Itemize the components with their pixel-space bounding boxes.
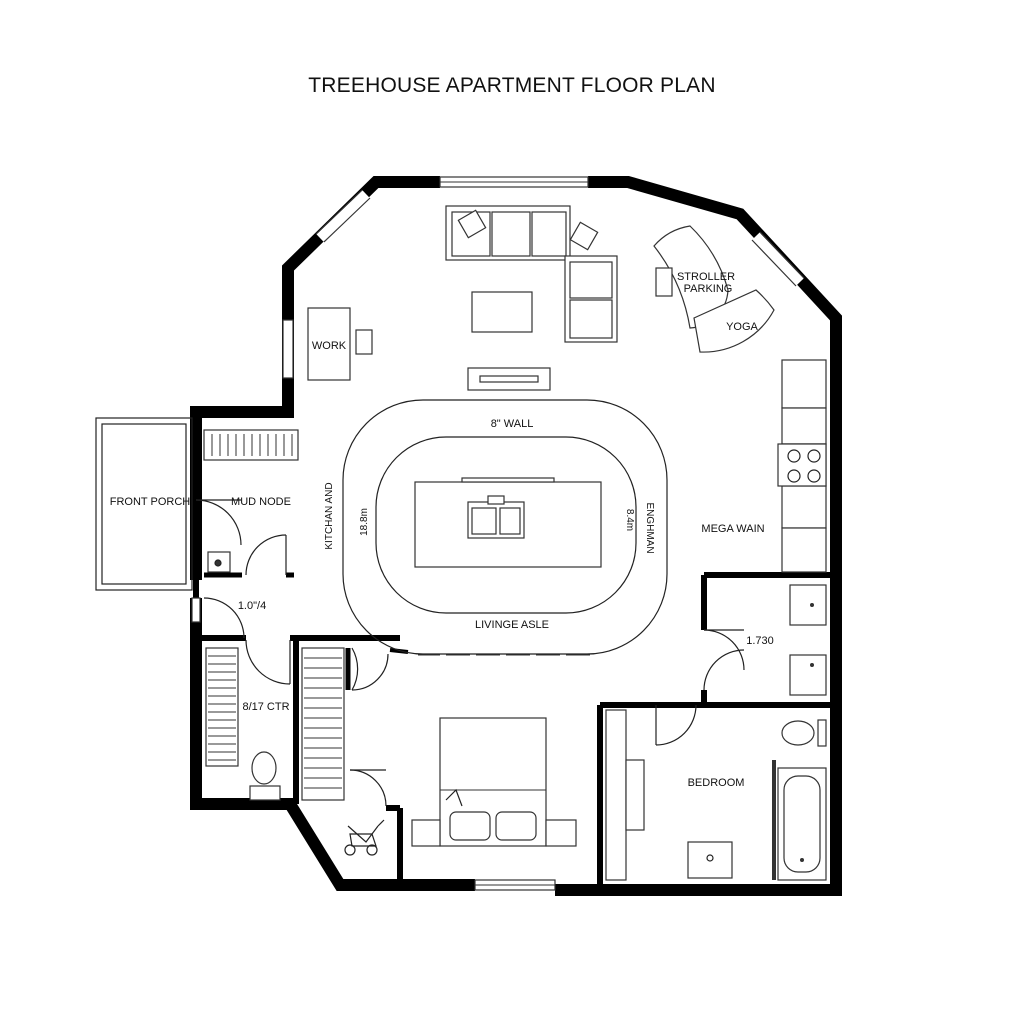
mud-shelf <box>203 429 299 461</box>
label-storage: 8/17 CTR <box>242 701 289 713</box>
label-mud-node: MUD NODE <box>231 496 291 508</box>
label-living-aisle: LIVINGE ASLE <box>475 619 549 631</box>
doors <box>191 499 745 807</box>
label-dim-entry: 1.0"/4 <box>238 600 266 612</box>
counters <box>781 359 827 573</box>
wardrobe <box>605 709 645 881</box>
label-bedroom: BEDROOM <box>688 777 745 789</box>
tv-console <box>467 367 551 391</box>
stove <box>777 443 827 487</box>
windows <box>282 176 805 891</box>
bath-sinks <box>789 584 827 696</box>
bed <box>411 717 577 847</box>
work-desk <box>307 307 373 381</box>
stroller-icon <box>344 819 385 856</box>
toilet-right <box>781 719 827 747</box>
storage-shelves <box>205 647 345 801</box>
island-top <box>461 477 555 483</box>
label-mega-wain: MEGA WAIN <box>701 523 764 535</box>
stroller-parking-area <box>653 225 729 329</box>
sofa <box>445 205 618 343</box>
label-front-porch: FRONT PORCH <box>110 496 191 508</box>
interior-walls <box>193 415 836 888</box>
label-stroller-2: PARKING <box>684 283 733 295</box>
label-dim-right: 8.4m <box>624 509 635 531</box>
bedroom-sink <box>687 841 733 879</box>
plan-title: TREEHOUSE APARTMENT FLOOR PLAN <box>308 74 716 97</box>
label-dim-left: 18.8m <box>359 508 370 536</box>
coffee-table <box>471 291 533 333</box>
label-work: WORK <box>312 340 347 352</box>
bathtub <box>777 767 827 881</box>
kitchen-ring <box>342 399 668 655</box>
front-porch <box>95 417 193 591</box>
label-kitchen-left: KITCHAN AND <box>324 482 335 549</box>
label-yoga: YOGA <box>726 321 758 333</box>
sink <box>467 495 525 539</box>
label-stroller-1: STROLLER <box>677 271 735 283</box>
bedroom-partition <box>772 760 776 880</box>
toilet-left <box>249 751 281 801</box>
yoga-area <box>693 289 775 353</box>
label-dim-bath: 1.730 <box>746 635 774 647</box>
label-kitchen-right: ENGHMAN <box>644 502 655 553</box>
label-wall: 8" WALL <box>491 418 534 430</box>
